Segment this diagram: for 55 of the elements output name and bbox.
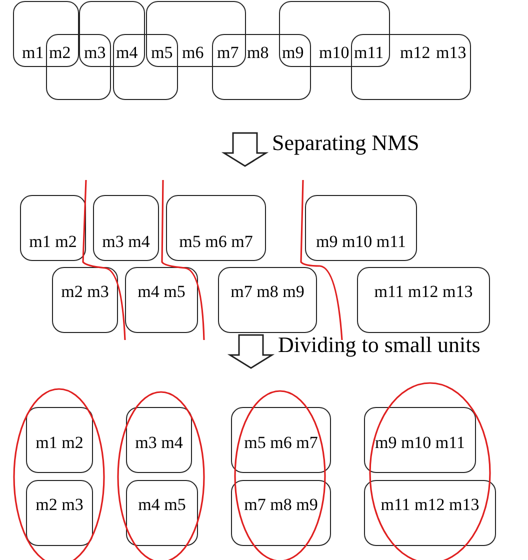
- rounded-box: [126, 407, 192, 473]
- module-label: m4: [116, 43, 138, 63]
- rounded-box: [364, 407, 476, 473]
- unit-label: m2 m3: [60, 282, 110, 302]
- module-label: m13: [436, 43, 466, 63]
- rounded-box: [231, 407, 331, 473]
- module-label: m9: [282, 43, 304, 63]
- step-label: Separating NMS: [272, 130, 420, 156]
- module-label: m12: [400, 43, 430, 63]
- unit-label: m11 m12 m13: [380, 495, 480, 515]
- module-label: m2: [49, 43, 71, 63]
- unit-label: m11 m12 m13: [373, 282, 474, 302]
- module-label: m5: [151, 43, 173, 63]
- rounded-box: [364, 480, 496, 546]
- module-label: m8: [247, 43, 269, 63]
- unit-label: m7 m8 m9: [230, 282, 306, 302]
- unit-label: m5 m6 m7: [178, 232, 254, 252]
- unit-label: m7 m8 m9: [243, 495, 319, 515]
- rounded-box: [13, 1, 79, 67]
- unit-label: m3 m4: [134, 433, 184, 453]
- unit-label: m3 m4: [101, 232, 151, 252]
- rounded-box: [279, 1, 390, 67]
- rounded-box: [46, 34, 111, 100]
- unit-label: m4 m5: [136, 282, 186, 302]
- unit-label: m9 m10 m11: [314, 232, 408, 252]
- unit-label: m1 m2: [28, 232, 78, 252]
- rounded-box: [166, 195, 266, 261]
- rounded-box: [305, 195, 417, 261]
- rounded-box: [26, 480, 93, 546]
- unit-label: m9 m10 m11: [374, 433, 466, 453]
- module-label: m11: [354, 43, 384, 63]
- rounded-box: [146, 1, 246, 67]
- rounded-box: [218, 267, 317, 333]
- module-label: m3: [84, 43, 106, 63]
- step-label: Dividing to small units: [278, 332, 480, 358]
- module-label: m6: [182, 43, 204, 63]
- rounded-box: [357, 267, 490, 333]
- rounded-box: [231, 480, 331, 546]
- rounded-box: [212, 34, 311, 100]
- rounded-box: [52, 267, 118, 333]
- rounded-box: [351, 34, 471, 100]
- unit-label: m5 m6 m7: [243, 433, 319, 453]
- unit-label: m4 m5: [137, 495, 187, 515]
- module-label: m7: [217, 43, 239, 63]
- module-label: m10: [319, 43, 350, 63]
- rounded-box: [79, 1, 145, 67]
- rounded-box: [26, 407, 93, 473]
- rounded-box: [125, 267, 198, 333]
- rounded-box: [20, 195, 86, 261]
- unit-label: m1 m2: [34, 433, 84, 453]
- unit-label: m2 m3: [34, 495, 84, 515]
- module-label: m1: [22, 43, 44, 63]
- rounded-box: [113, 34, 178, 100]
- rounded-box: [126, 480, 198, 546]
- rounded-box: [93, 195, 159, 261]
